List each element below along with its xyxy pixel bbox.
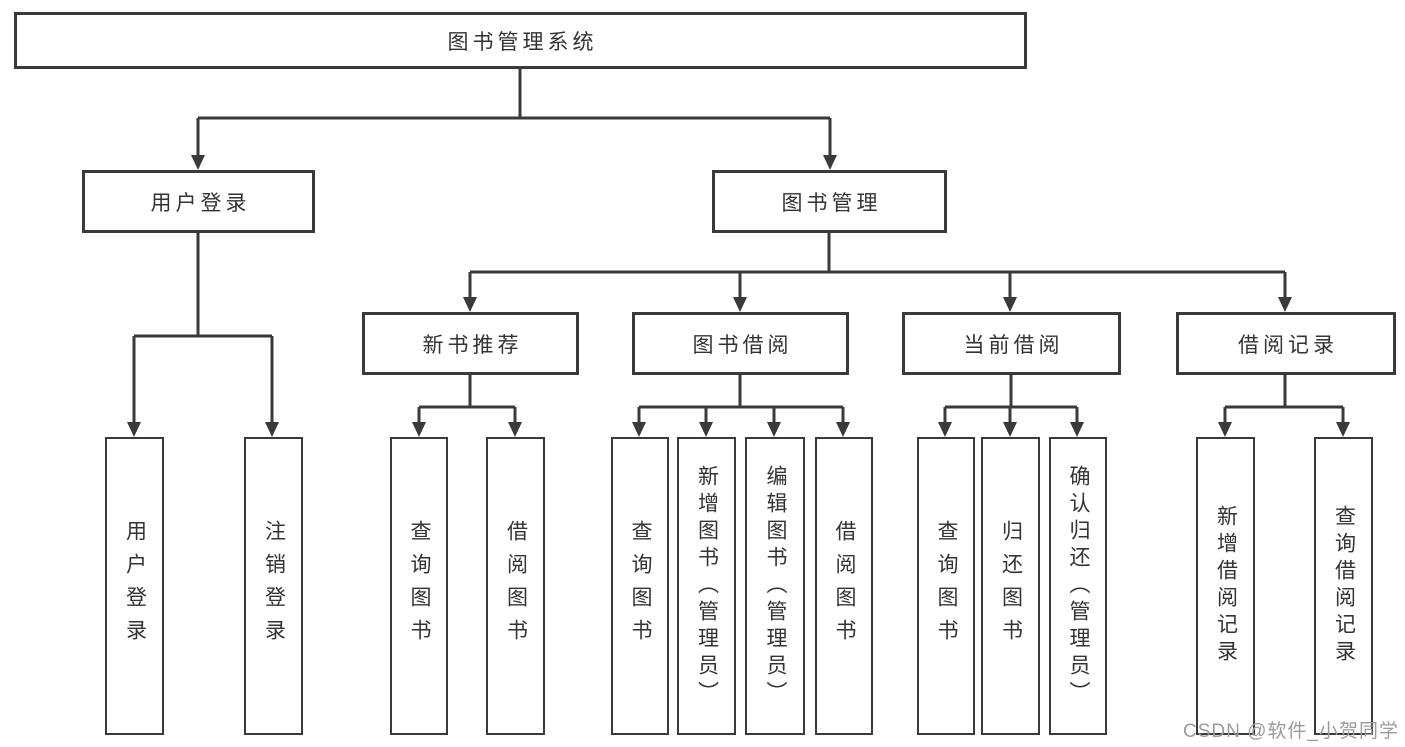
node-label: 图书管理 bbox=[781, 191, 882, 215]
leaf-label: 注销登录 bbox=[262, 520, 286, 652]
arrow-down-icon bbox=[1218, 422, 1232, 437]
arrow-down-icon bbox=[463, 297, 477, 312]
node-new-book-recommend: 新书推荐 bbox=[362, 312, 579, 375]
leaf-user-login: 用户登录 bbox=[105, 437, 164, 735]
arrow-down-icon bbox=[733, 297, 747, 312]
arrow-down-icon bbox=[265, 422, 279, 437]
arrow-down-icon bbox=[1336, 422, 1350, 437]
connector-book-borrow bbox=[637, 373, 845, 424]
arrow-down-icon bbox=[412, 422, 426, 437]
node-label: 借阅记录 bbox=[1238, 333, 1338, 357]
node-label: 新书推荐 bbox=[422, 333, 523, 357]
arrow-down-icon bbox=[632, 422, 646, 437]
leaf-records-query-record: 查询借阅记录 bbox=[1314, 437, 1373, 735]
node-book-borrow: 图书借阅 bbox=[632, 312, 849, 375]
leaf-records-add-record: 新增借阅记录 bbox=[1196, 437, 1255, 735]
connector-new-book-recommend bbox=[417, 373, 517, 424]
leaf-borrow-add-books: 新增图书（管理员） bbox=[677, 437, 736, 735]
connector-book-management bbox=[468, 231, 1287, 299]
leaf-label: 查询图书 bbox=[935, 520, 958, 652]
arrow-down-icon bbox=[1070, 422, 1084, 437]
leaf-label: 编辑图书（管理员） bbox=[764, 464, 787, 708]
arrow-down-icon bbox=[508, 422, 522, 437]
arrow-down-icon bbox=[823, 155, 837, 170]
node-label: 当前借阅 bbox=[963, 333, 1064, 357]
leaf-label: 归还图书 bbox=[999, 520, 1023, 652]
arrow-down-icon bbox=[699, 422, 713, 437]
node-book-management: 图书管理 bbox=[712, 170, 947, 233]
node-label: 图书借阅 bbox=[692, 333, 793, 357]
leaf-current-return-books: 归还图书 bbox=[981, 437, 1040, 735]
leaf-label: 借阅图书 bbox=[504, 520, 528, 652]
connector-borrow-records bbox=[1223, 373, 1345, 424]
leaf-label: 确认归还（管理员） bbox=[1067, 464, 1090, 708]
arrow-down-icon bbox=[938, 422, 952, 437]
leaf-borrow-query-books: 查询图书 bbox=[611, 437, 669, 735]
arrow-down-icon bbox=[767, 422, 781, 437]
leaf-recommend-query-books: 查询图书 bbox=[390, 437, 448, 735]
leaf-label: 查询图书 bbox=[408, 520, 431, 652]
node-label: 图书管理系统 bbox=[447, 30, 598, 54]
leaf-label: 新增图书（管理员） bbox=[695, 464, 719, 708]
connector-current-borrow bbox=[943, 373, 1079, 424]
leaf-label: 查询图书 bbox=[629, 520, 652, 652]
leaf-label: 用户登录 bbox=[123, 520, 147, 652]
arrow-down-icon bbox=[191, 155, 205, 170]
connector-user-login bbox=[132, 231, 274, 424]
arrow-down-icon bbox=[836, 422, 850, 437]
arrow-down-icon bbox=[1278, 297, 1292, 312]
watermark: CSDN @软件_小贺同学 bbox=[1183, 721, 1399, 742]
leaf-recommend-borrow-books: 借阅图书 bbox=[486, 437, 545, 735]
node-user-login: 用户登录 bbox=[82, 170, 315, 233]
leaf-label: 借阅图书 bbox=[833, 520, 856, 652]
leaf-borrow-edit-books: 编辑图书（管理员） bbox=[745, 437, 805, 735]
node-label: 用户登录 bbox=[150, 191, 251, 215]
arrow-down-icon bbox=[127, 422, 141, 437]
connector-root bbox=[196, 67, 832, 157]
node-borrow-records: 借阅记录 bbox=[1176, 312, 1396, 375]
arrow-down-icon bbox=[1003, 297, 1017, 312]
leaf-label: 新增借阅记录 bbox=[1214, 505, 1238, 667]
leaf-borrow-borrow-books: 借阅图书 bbox=[815, 437, 873, 735]
node-current-borrow: 当前借阅 bbox=[902, 312, 1121, 375]
leaf-current-query-books: 查询图书 bbox=[917, 437, 975, 735]
node-library-system: 图书管理系统 bbox=[14, 12, 1027, 69]
leaf-label: 查询借阅记录 bbox=[1332, 505, 1356, 667]
leaf-current-confirm-return: 确认归还（管理员） bbox=[1049, 437, 1107, 735]
leaf-logout: 注销登录 bbox=[244, 437, 303, 735]
arrow-down-icon bbox=[1003, 422, 1017, 437]
